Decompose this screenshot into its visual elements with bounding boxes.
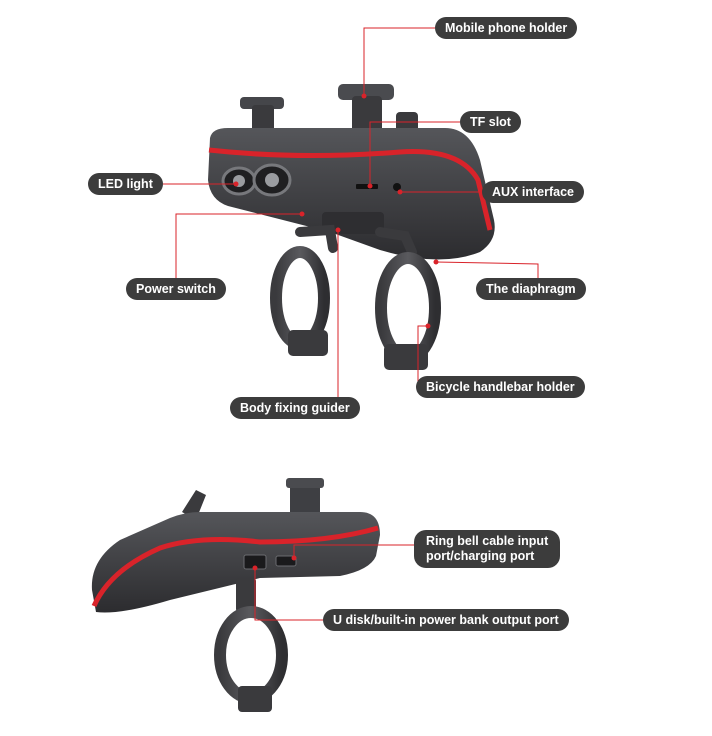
- label-the-diaphragm: The diaphragm: [476, 278, 586, 300]
- label-tf-slot: TF slot: [460, 111, 521, 133]
- leader-power-switch: [175, 213, 302, 289]
- endpoint-dot: [291, 555, 297, 561]
- tf-slot-port: [356, 184, 378, 189]
- leader-mobile-phone-holder: [363, 27, 435, 96]
- leader-tf-slot: [369, 121, 460, 186]
- side-handlebar-clamp: [214, 578, 288, 712]
- endpoint-dot: [361, 93, 367, 99]
- endpoint-dot: [233, 181, 239, 187]
- label-u-disk-port: U disk/built-in power bank output port: [323, 609, 569, 631]
- label-mobile-phone-holder: Mobile phone holder: [435, 17, 578, 39]
- leader-u-disk-port: [254, 568, 323, 621]
- endpoint-dot: [433, 259, 439, 265]
- label-led-light: LED light: [88, 173, 163, 195]
- top-device-body: [208, 128, 495, 260]
- aux-port: [393, 183, 401, 191]
- label-ring-bell-port-line2: port/charging port: [426, 549, 535, 563]
- endpoint-dot: [252, 565, 258, 571]
- side-device-illustration: [91, 478, 380, 712]
- endpoint-dot: [425, 323, 431, 329]
- side-device-body: [91, 512, 380, 613]
- label-body-fixing-guider: Body fixing guider: [230, 397, 360, 419]
- side-red-stripe: [91, 525, 379, 608]
- endpoint-dot: [335, 227, 341, 233]
- led-lights: [221, 163, 292, 197]
- top-device-illustration: [208, 84, 495, 370]
- label-ring-bell-port-line1: Ring bell cable input: [426, 534, 549, 548]
- label-aux-interface: AUX interface: [482, 181, 584, 203]
- leader-endpoints: [233, 93, 439, 571]
- endpoint-dot: [367, 183, 373, 189]
- label-bicycle-handlebar-holder: Bicycle handlebar holder: [416, 376, 585, 398]
- leader-lines: [163, 27, 539, 621]
- left-handlebar-clamp: [270, 224, 338, 356]
- endpoint-dot: [397, 189, 403, 195]
- top-red-stripe: [208, 147, 493, 231]
- leader-the-diaphragm: [435, 261, 539, 278]
- label-ring-bell-port: Ring bell cable input port/charging port: [414, 530, 561, 568]
- label-power-switch: Power switch: [126, 278, 226, 300]
- endpoint-dot: [299, 211, 305, 217]
- right-handlebar-clamp: [375, 227, 441, 370]
- side-ports: [243, 554, 297, 570]
- leader-ring-bell-port: [293, 544, 414, 558]
